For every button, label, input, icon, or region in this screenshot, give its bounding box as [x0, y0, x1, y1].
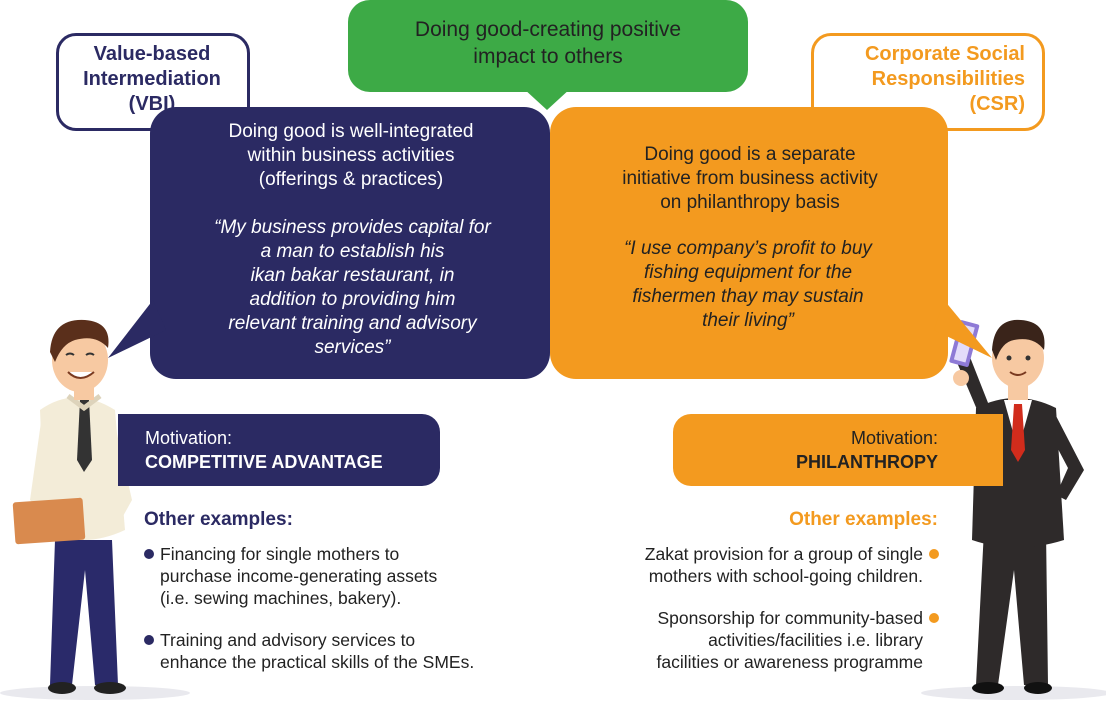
- csr-speech-bubble: [550, 107, 948, 379]
- vbi-motivation-value: COMPETITIVE ADVANTAGE: [145, 452, 383, 472]
- csr-example-1: Zakat provision for a group of single mo…: [585, 543, 923, 587]
- csr-quote-line: fishermen thay may sustain: [632, 286, 864, 307]
- csr-label-line-3: (CSR): [969, 93, 1025, 115]
- csr-motivation-label: Motivation:: [850, 428, 938, 448]
- csr-motivation-box: [673, 414, 1003, 486]
- top-bubble: [348, 0, 748, 92]
- csr-other-examples-title: Other examples:: [789, 509, 938, 530]
- vbi-example-line: purchase income-generating assets: [160, 566, 438, 586]
- vbi-other-examples-title: Other examples:: [144, 509, 293, 530]
- vbi-example-line: Financing for single mothers to: [160, 544, 400, 564]
- vbi-label-box: [56, 33, 250, 131]
- csr-label: Corporate Social Responsibilities (CSR): [813, 42, 1025, 117]
- csr-quote-line: “I use company’s profit to buy: [624, 238, 872, 259]
- vbi-example-line: enhance the practical skills of the SMEs…: [160, 652, 475, 672]
- top-bubble-tail: [523, 88, 571, 110]
- vbi-example-1: Financing for single mothers to purchase…: [160, 543, 490, 609]
- vbi-description: Doing good is well-integrated within bus…: [176, 120, 526, 192]
- vbi-label: Value-based Intermediation (VBI): [62, 42, 242, 117]
- vbi-label-line-1: Value-based: [93, 43, 211, 65]
- vbi-description-line: Doing good is well-integrated: [228, 121, 474, 142]
- csr-description-line: Doing good is a separate: [644, 144, 856, 165]
- vbi-speech-bubble: [150, 107, 550, 379]
- bullet-dot-icon: [144, 549, 154, 559]
- vbi-quote-line: services”: [314, 337, 391, 358]
- top-bubble-line-2: impact to others: [473, 45, 623, 68]
- csr-label-line-2: Responsibilities: [871, 68, 1025, 90]
- vbi-motivation-label: Motivation:: [145, 428, 233, 448]
- csr-example-2: Sponsorship for community-based activiti…: [585, 607, 924, 673]
- csr-description-line: initiative from business activity: [622, 168, 878, 189]
- vbi-quote-line: relevant training and advisory: [228, 313, 477, 334]
- vbi-quote-line: ikan bakar restaurant, in: [250, 265, 455, 286]
- csr-quote-line: their living”: [702, 310, 794, 331]
- bullet-dot-icon: [929, 549, 939, 559]
- vbi-quote-line: “My business provides capital for: [214, 217, 491, 238]
- csr-example-line: Zakat provision for a group of single: [644, 544, 923, 564]
- vbi-example-line: (i.e. sewing machines, bakery).: [160, 588, 402, 608]
- vbi-label-line-2: Intermediation: [83, 68, 221, 90]
- top-bubble-text: Doing good-creating positive impact to o…: [348, 16, 748, 70]
- csr-label-line-1: Corporate Social: [864, 43, 1025, 65]
- businessman-left-illustration: [0, 319, 190, 700]
- csr-example-line: Sponsorship for community-based: [657, 608, 923, 628]
- csr-example-line: mothers with school-going children.: [648, 566, 923, 586]
- csr-quote-line: fishing equipment for the: [643, 262, 853, 283]
- vbi-example-2: Training and advisory services to enhanc…: [160, 629, 540, 673]
- vbi-description-line: (offerings & practices): [258, 169, 444, 190]
- vbi-example-line: Training and advisory services to: [160, 630, 416, 650]
- csr-description-line: on philanthropy basis: [660, 192, 840, 213]
- vbi-description-line: within business activities: [247, 145, 455, 166]
- top-bubble-line-1: Doing good-creating positive: [414, 18, 682, 41]
- csr-quote: “I use company’s profit to buy fishing e…: [578, 237, 918, 333]
- csr-example-line: facilities or awareness programme: [656, 652, 924, 672]
- bullet-dot-icon: [929, 613, 939, 623]
- csr-bubble-tail: [934, 300, 992, 358]
- vbi-quote: “My business provides capital for a man …: [180, 216, 525, 360]
- csr-motivation-value: PHILANTHROPY: [795, 452, 938, 472]
- csr-example-line: activities/facilities i.e. library: [708, 630, 923, 650]
- vbi-bubble-tail: [108, 300, 166, 358]
- vbi-quote-line: a man to establish his: [260, 241, 445, 262]
- vbi-quote-line: addition to providing him: [249, 289, 456, 310]
- bullet-dot-icon: [144, 635, 154, 645]
- vbi-motivation-box: [118, 414, 440, 486]
- csr-description: Doing good is a separate initiative from…: [575, 143, 925, 215]
